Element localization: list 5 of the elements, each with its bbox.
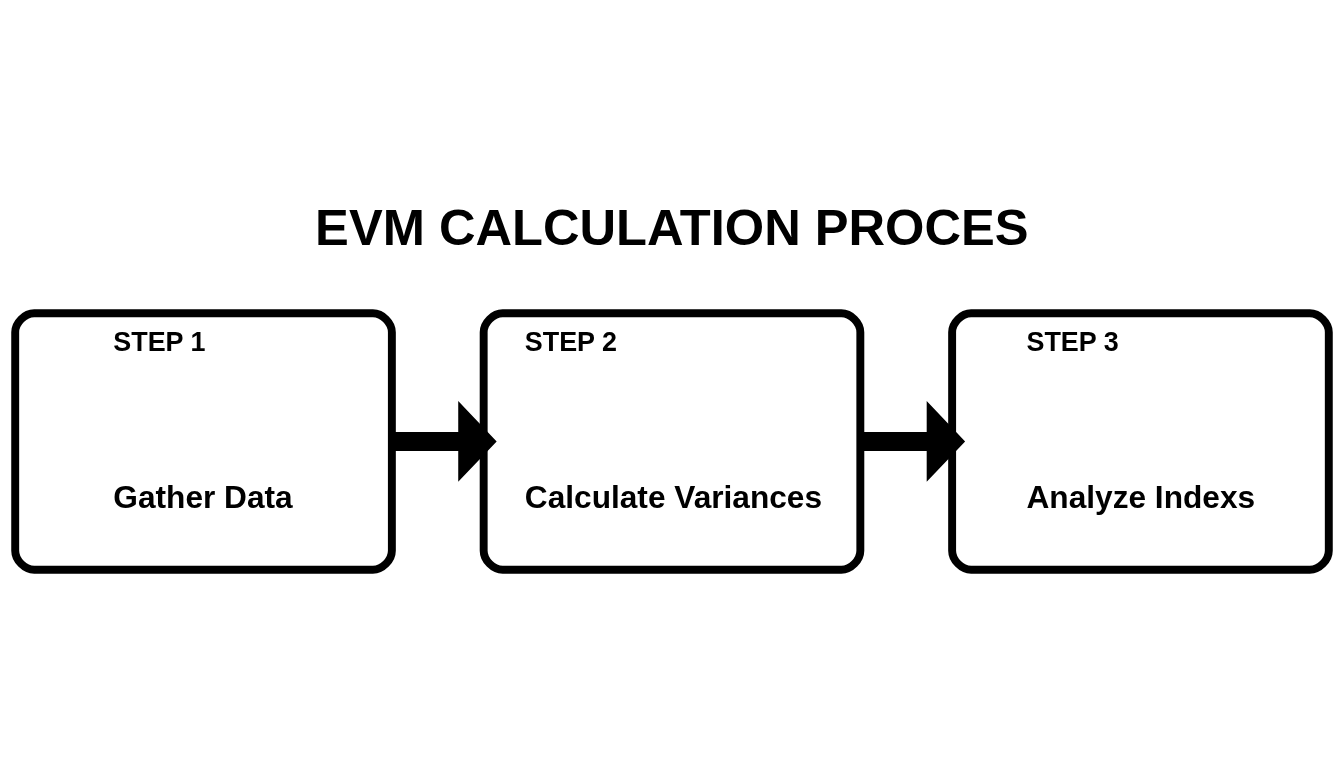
node-box: STEP 3 Analyze Indexs — [948, 308, 1333, 574]
node-box: STEP 2 Calculate Variances — [479, 308, 865, 574]
arrow — [392, 400, 497, 482]
diagram-title: EVM CALCULATION PROCES — [315, 198, 1029, 256]
node-box: STEP 1 Gather Data — [11, 308, 396, 574]
